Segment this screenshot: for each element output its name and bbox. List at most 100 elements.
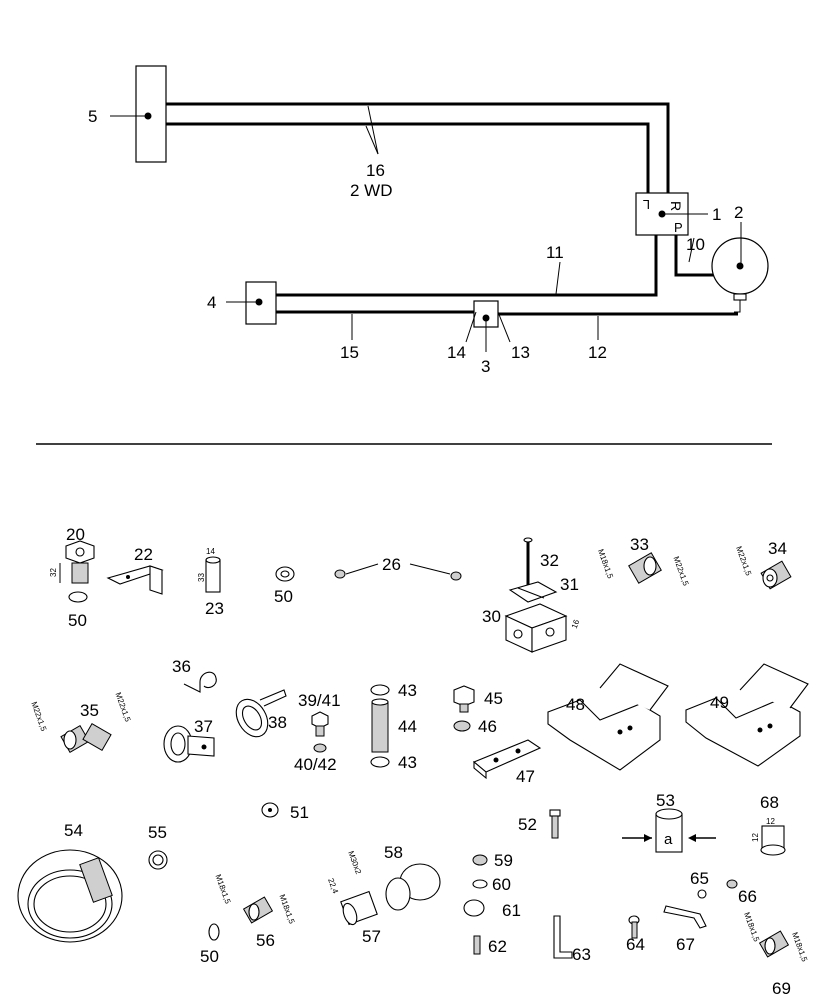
label-13: 13 [511,343,530,362]
part-35: M22x1,5 M22x1,5 35 [29,691,133,753]
label-part-37: 37 [194,717,213,736]
svg-text:M18x1,5: M18x1,5 [213,873,232,905]
label-part-53-a: a [664,831,673,848]
part-34: M22x1,5 34 [734,539,792,590]
pipe-11 [276,232,658,297]
part-26: 26 [334,555,462,581]
svg-text:12: 12 [766,817,775,826]
part-45-46: 45 46 [453,685,503,736]
label-part-64: 64 [626,935,645,954]
label-part-46: 46 [478,717,497,736]
svg-text:M18x1,5: M18x1,5 [742,911,761,943]
label-3: 3 [481,357,490,376]
label-part-31: 31 [560,575,579,594]
part-57-58: M30x2 22,4 58 57 [326,843,441,946]
label-part-57: 57 [362,927,381,946]
part-48: 48 [547,663,669,771]
svg-text:22,4: 22,4 [326,877,340,895]
part-47: 47 [472,739,542,786]
label-1: 1 [712,205,721,224]
part-64-67: 64 65 66 67 [626,869,757,954]
valve-letter-r: R [668,201,684,211]
svg-text:12: 12 [751,833,760,842]
label-part-36: 36 [172,657,191,676]
label-part-47: 47 [516,767,535,786]
part-54: 54 [17,821,123,943]
label-part-26: 26 [382,555,401,574]
svg-text:M22x1,5: M22x1,5 [671,555,690,587]
part-53: 53 a [622,791,716,853]
part-33: M18x1,5 M22x1,5 33 [596,535,691,588]
label-part-48: 48 [566,695,585,714]
part-39-41: 39/41 40/42 [294,691,341,774]
label-16: 16 [366,161,385,180]
part-52: 52 [518,809,561,839]
part-43-44: 43 44 43 [370,681,417,772]
valve-letter-p: P [674,220,683,235]
part-49: 49 [685,663,809,767]
svg-text:M30x2: M30x2 [346,850,363,876]
label-part-53: 53 [656,791,675,810]
label-part-62: 62 [488,937,507,956]
part-63: 63 [553,915,591,964]
label-12: 12 [588,343,607,362]
label-part-45: 45 [484,689,503,708]
label-part-34: 34 [768,539,787,558]
label-part-51: 51 [290,803,309,822]
svg-text:M18x1,5: M18x1,5 [277,893,296,925]
label-part-67: 67 [676,935,695,954]
label-part-63: 63 [572,945,591,964]
label-part-65: 65 [690,869,709,888]
label-part-33: 33 [630,535,649,554]
label-part-23: 23 [205,599,224,618]
label-part-43-a: 43 [398,681,417,700]
label-2: 2 [734,203,743,222]
label-part-66: 66 [738,887,757,906]
label-part-38: 38 [268,713,287,732]
label-part-44: 44 [398,717,417,736]
part-50-washer: 50 [274,566,295,606]
part-59-62: 59 60 61 62 [463,851,521,956]
label-part-43-b: 43 [398,753,417,772]
part-55: 55 [148,823,168,870]
label-part-50-c: 50 [200,947,219,966]
label-part-40-42: 40/42 [294,755,337,774]
component-4 [245,281,277,325]
label-10: 10 [686,235,705,254]
label-4: 4 [207,293,216,312]
part-51: 51 [261,802,309,822]
label-part-56: 56 [256,931,275,950]
label-part-58: 58 [384,843,403,862]
label-part-55: 55 [148,823,167,842]
part-20: 32 20 50 [49,525,95,630]
svg-text:M22x1,5: M22x1,5 [734,545,753,577]
label-part-50-a: 50 [68,611,87,630]
label-part-54: 54 [64,821,83,840]
label-part-22: 22 [134,545,153,564]
part-37: 37 [163,717,215,763]
label-part-60: 60 [492,875,511,894]
svg-text:M18x1,5: M18x1,5 [596,548,615,580]
label-part-49: 49 [710,693,729,712]
svg-text:33: 33 [197,573,206,582]
svg-text:M22x1,5: M22x1,5 [113,691,132,723]
pipe-10 [674,232,714,277]
label-2wd: 2 WD [350,181,393,200]
part-69: M18x1,5 M18x1,5 69 [742,911,809,998]
part-38: 38 [235,689,287,738]
label-part-68: 68 [760,793,779,812]
pipe-16 [166,102,670,195]
label-part-61: 61 [502,901,521,920]
part-56: M18x1,5 M18x1,5 56 50 [200,873,297,966]
svg-text:32: 32 [49,568,58,577]
label-14: 14 [447,343,466,362]
label-11: 11 [546,243,564,262]
label-part-69: 69 [772,979,791,998]
svg-text:M22x1,5: M22x1,5 [29,700,48,732]
hydraulic-schematic: 5 16 2 WD R L P 1 2 10 11 4 3 [88,65,769,376]
part-36: 36 [172,657,217,693]
svg-text:14: 14 [206,547,215,556]
label-part-39-41: 39/41 [298,691,341,710]
label-5: 5 [88,107,97,126]
